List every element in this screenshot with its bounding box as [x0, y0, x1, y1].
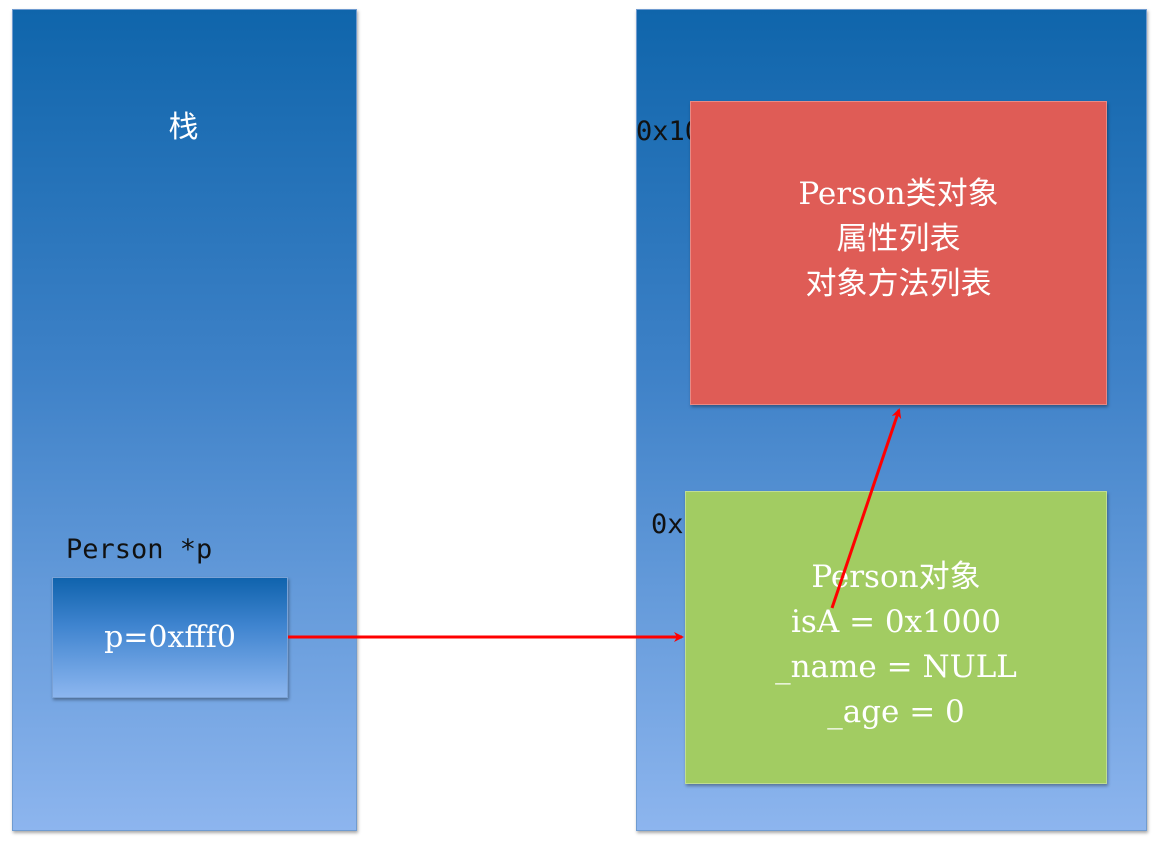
instance-age-field: _age = 0 — [827, 694, 965, 730]
instance-name-field: _name = NULL — [775, 649, 1017, 685]
class-property-list: 属性列表 — [836, 221, 961, 257]
stack-title: 栈 — [168, 110, 199, 145]
instance-isa-field: isA = 0x1000 — [791, 604, 1001, 640]
class-object-title: Person类对象 — [798, 176, 999, 212]
pointer-variable-box: p=0xfff0 — [52, 577, 288, 698]
class-object-box: Person类对象 属性列表 对象方法列表 — [690, 101, 1107, 405]
instance-object-box: Person对象 isA = 0x1000 _name = NULL _age … — [685, 491, 1107, 784]
class-method-list: 对象方法列表 — [805, 266, 992, 302]
pointer-variable-label: Person *p — [66, 534, 213, 565]
instance-title: Person对象 — [811, 559, 981, 595]
pointer-value: p=0xfff0 — [104, 619, 236, 655]
